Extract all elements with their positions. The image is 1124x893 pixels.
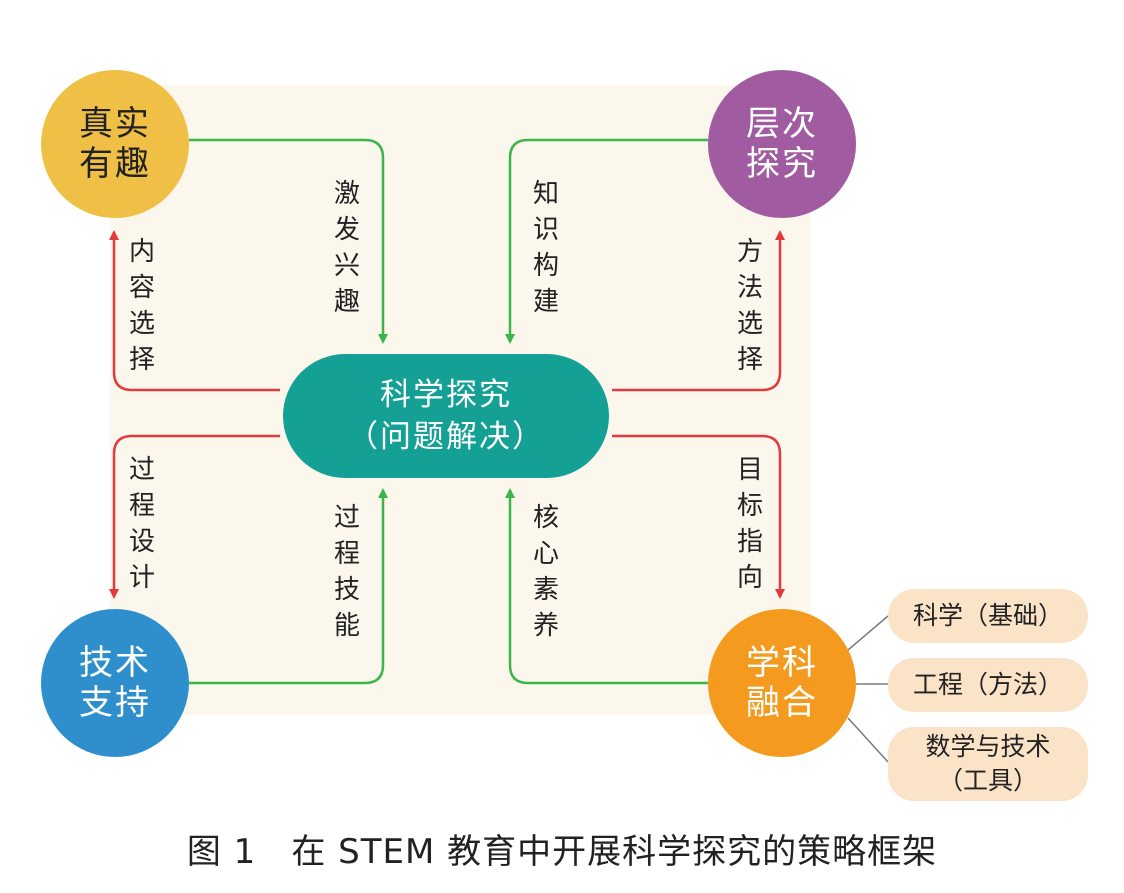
node-real-fun-line2: 有趣 <box>79 144 151 184</box>
node-level-inquiry-line2: 探究 <box>746 144 818 184</box>
arrow-method-selection <box>612 230 785 392</box>
sub-item-science-text: 科学（基础） <box>912 601 1063 630</box>
label-process-skills: 过程技能 <box>333 503 360 641</box>
label-goal-orientation: 目标指向 <box>736 455 763 593</box>
arrow-knowledge-construction <box>505 138 708 344</box>
arrow-process-design <box>109 434 280 599</box>
arrow-core-literacy <box>505 488 708 685</box>
sub-item-science: 科学（基础） <box>888 589 1088 643</box>
node-center-line1: 科学探究 <box>380 377 512 413</box>
label-method-selection: 方法选择 <box>736 237 763 375</box>
node-discipline-integration-line1: 学科 <box>746 643 818 683</box>
label-knowledge-construction: 知识构建 <box>532 179 559 317</box>
arrow-content-selection <box>109 230 280 392</box>
node-level-inquiry: 层次 探究 <box>708 70 856 218</box>
arrow-stimulate-interest <box>189 138 388 344</box>
node-discipline-integration-line2: 融合 <box>746 683 818 723</box>
figure-caption: 图 1 在 STEM 教育中开展科学探究的策略框架 <box>186 832 938 872</box>
node-tech-support-line1: 技术 <box>79 643 151 683</box>
label-core-literacy: 核心素养 <box>532 503 559 641</box>
node-real-fun: 真实 有趣 <box>41 70 189 218</box>
arrow-goal-orientation <box>612 434 785 599</box>
sub-item-math-tech-line2: （工具） <box>937 766 1038 795</box>
label-stimulate-interest: 激发兴趣 <box>333 179 360 317</box>
arrow-process-skills <box>189 488 388 685</box>
node-level-inquiry-line1: 层次 <box>746 104 818 144</box>
sub-item-math-tech: 数学与技术 （工具） <box>888 727 1088 801</box>
node-scientific-inquiry: 科学探究 （问题解决） <box>283 354 609 478</box>
sub-item-engineering-text: 工程（方法） <box>912 670 1063 699</box>
link-math-tech <box>847 717 889 763</box>
label-process-design: 过程设计 <box>128 455 155 593</box>
sub-item-math-tech-line1: 数学与技术 <box>925 732 1051 761</box>
node-real-fun-line1: 真实 <box>79 104 151 144</box>
sub-item-engineering: 工程（方法） <box>888 658 1088 712</box>
node-center-line2: （问题解决） <box>347 419 545 455</box>
node-tech-support: 技术 支持 <box>41 609 189 757</box>
node-discipline-integration: 学科 融合 <box>708 609 856 757</box>
label-content-selection: 内容选择 <box>128 237 155 375</box>
node-tech-support-line2: 支持 <box>79 683 151 723</box>
link-science <box>847 615 889 651</box>
